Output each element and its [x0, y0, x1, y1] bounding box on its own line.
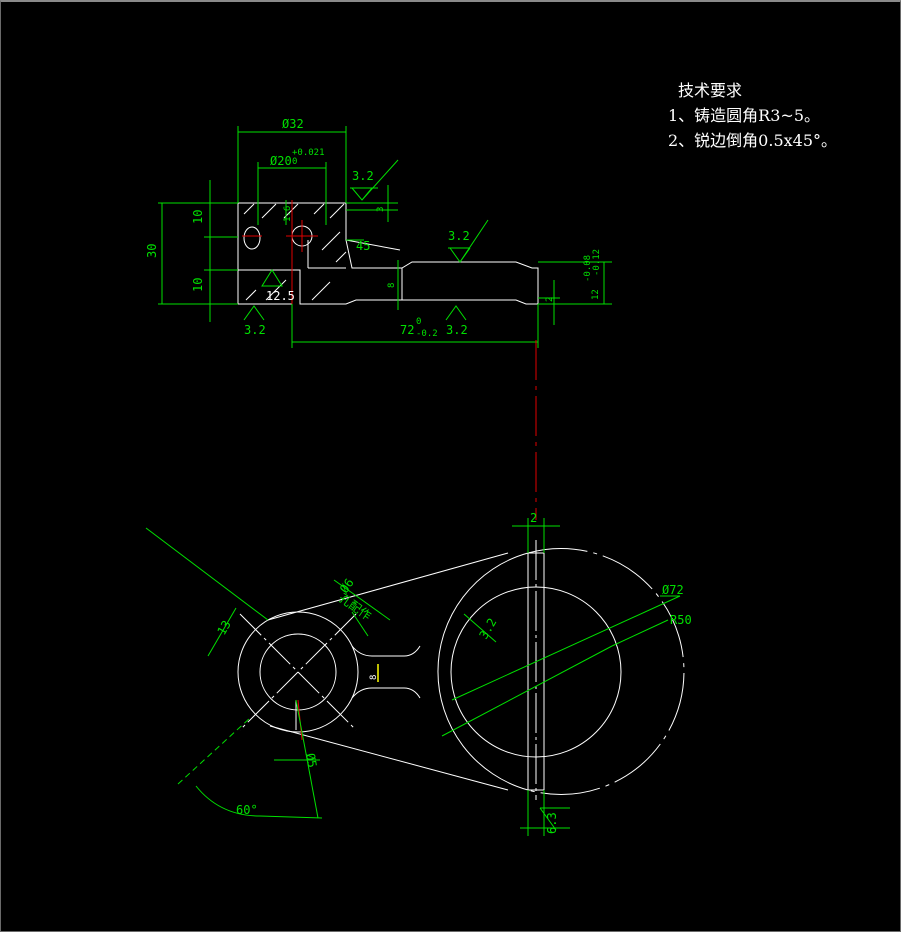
front-dim-6-3: 6.3 — [545, 812, 559, 834]
rib-top — [351, 645, 421, 657]
dim-72: 72 — [400, 323, 414, 337]
rough-3-2-b: 3.2 — [448, 229, 470, 243]
front-dimension-lines — [145, 518, 681, 836]
dim-12-lower: -0.12 — [592, 249, 602, 276]
top-view-outline — [237, 202, 539, 305]
left-hole — [243, 226, 261, 250]
small-centerline-2 — [239, 613, 357, 731]
front-dim-8: 8 — [369, 675, 379, 680]
dim-72-upper: 0 — [416, 317, 421, 327]
dim-30: 30 — [145, 244, 159, 258]
roughness-symbols — [243, 159, 489, 321]
front-dim-2: 2 — [530, 511, 537, 525]
dim-2: 2 — [545, 297, 555, 302]
dim-phi20: Ø20 — [270, 154, 292, 168]
dim-12: 12 — [591, 289, 601, 300]
big-boss-outer — [527, 548, 685, 795]
front-dim-5: Ø5 — [303, 752, 319, 769]
arm-bottom — [269, 725, 509, 791]
front-dim-phi6: Ø6 — [337, 576, 357, 596]
arm-top — [267, 552, 509, 621]
section-hatch — [243, 203, 347, 301]
top-dimension-lines — [158, 126, 612, 348]
dim-phi32: Ø32 — [282, 117, 304, 131]
dim-12-5: 12.5 — [266, 289, 295, 303]
dim-45: 45 — [356, 239, 370, 253]
front-dim-3-2: 3.2 — [476, 616, 499, 642]
front-view: 2 Ø72 R50 3.2 13 Ø6 孔配作 8 Ø5 60° 6.3 — [145, 511, 692, 836]
chamfer-line — [345, 239, 401, 251]
big-boss-outer-left — [437, 552, 529, 791]
front-dim-phi72: Ø72 — [662, 583, 684, 597]
dim-10b: 10 — [191, 278, 205, 292]
tol-lower: 0 — [292, 157, 297, 167]
dim-10a: 10 — [191, 210, 205, 224]
rough-3-2-c: 3.2 — [244, 323, 266, 337]
rough-3-2-d: 3.2 — [446, 323, 468, 337]
front-dim-r50: R50 — [670, 613, 692, 627]
rough-3-2-a: 3.2 — [352, 169, 374, 183]
front-dim-60: 60° — [236, 803, 258, 817]
dim-72-lower: -0.2 — [416, 329, 438, 339]
note-item-1: 1、铸造圆角R3~5。 — [668, 106, 820, 125]
notes-title: 技术要求 — [678, 81, 743, 100]
note-item-2: 2、锐边倒角0.5x45°。 — [668, 131, 838, 150]
technical-requirements: 技术要求 1、铸造圆角R3~5。 2、锐边倒角0.5x45°。 — [668, 78, 837, 153]
dim-8: 8 — [387, 283, 397, 288]
front-dim-13: 13 — [214, 618, 233, 638]
dim-12-upper: -0.08 — [583, 255, 593, 282]
dim-3: 3 — [376, 207, 386, 212]
rib-bottom — [351, 687, 421, 699]
dim-1-6: 1.6 — [283, 206, 293, 222]
tol-upper: +0.021 — [292, 148, 325, 158]
top-view: Ø32 Ø20 +0.021 0 30 10 10 1.6 3.2 3 45 3… — [145, 117, 612, 348]
